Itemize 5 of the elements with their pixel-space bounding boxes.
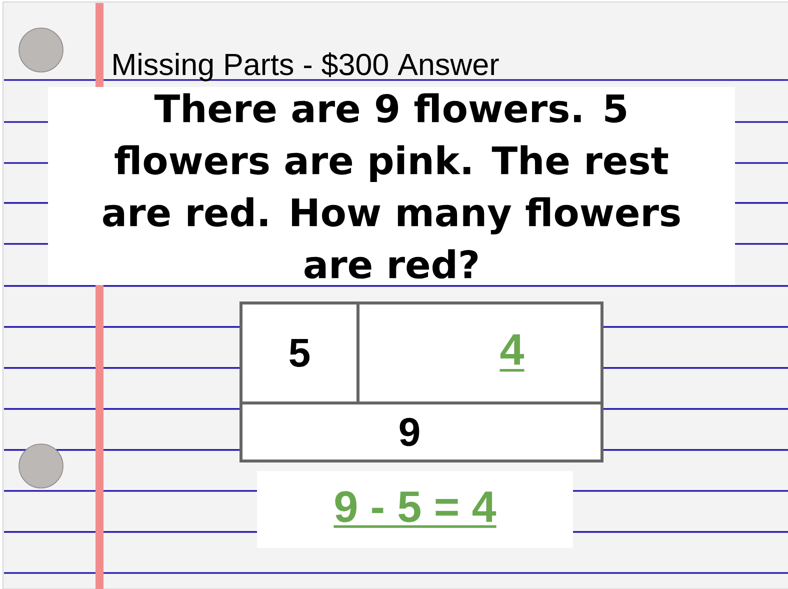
question-box: There are 9 flowers. 5 flowers are pink. The rest are red. How many flowers are red? <box>48 87 735 285</box>
table-cell: 9 <box>240 401 604 462</box>
title: Missing Parts - $300 Answer <box>114 52 499 82</box>
equation-box: 9 - 5 = 4 <box>257 470 573 548</box>
table-cell: 5 <box>240 301 360 404</box>
